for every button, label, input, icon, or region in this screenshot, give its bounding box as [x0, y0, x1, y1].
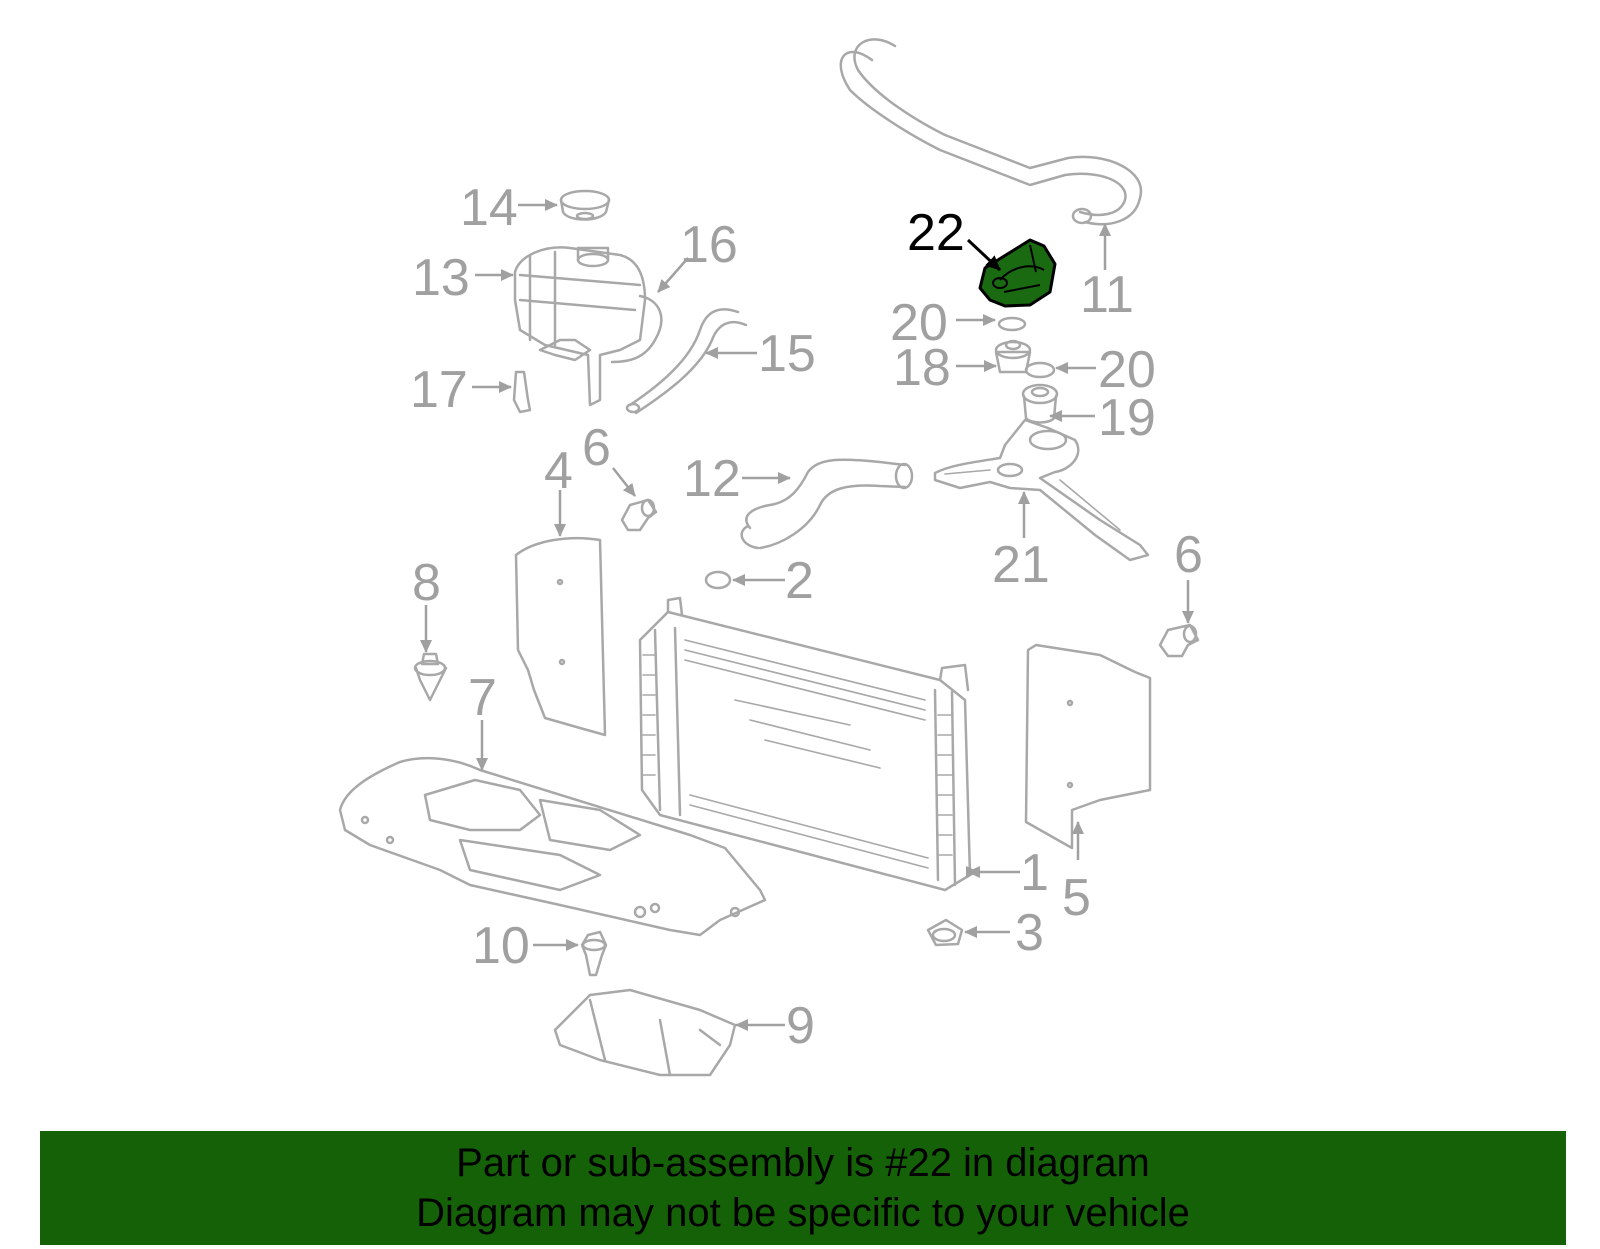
callout-11: 11	[1080, 266, 1134, 324]
callout-15: 15	[758, 325, 816, 383]
part-12-lower-hose	[740, 458, 914, 550]
part-15-hose	[625, 308, 748, 415]
callout-22: 22	[907, 204, 965, 262]
banner-line-2: Diagram may not be specific to your vehi…	[416, 1191, 1190, 1235]
callout-5: 5	[1062, 869, 1091, 927]
part-16-overflow-tube	[610, 294, 663, 364]
callout-6-left: 6	[582, 419, 611, 477]
callout-7: 7	[468, 669, 497, 727]
part-11-upper-hose	[839, 38, 1143, 226]
callout-13: 13	[412, 249, 470, 307]
banner-line-1: Part or sub-assembly is #22 in diagram	[456, 1141, 1150, 1185]
part-2-seal	[704, 570, 732, 590]
callout-20-upper: 20	[890, 294, 948, 352]
callout-6-right: 6	[1174, 526, 1203, 584]
callout-9: 9	[786, 997, 815, 1055]
part-13-coolant-reservoir	[513, 246, 647, 407]
callout-1: 1	[1020, 844, 1049, 902]
part-4-left-air-baffle	[514, 536, 607, 737]
callout-18: 18	[893, 339, 951, 397]
info-banner: Part or sub-assembly is #22 in diagram D…	[40, 1131, 1566, 1245]
parts-diagram: 1 2 3 4 5 6 6 7 8 9 10 11 12 13 14 15 16…	[338, 38, 1203, 1077]
callout-12: 12	[683, 450, 741, 508]
part-6-pushpin-right	[1158, 623, 1200, 658]
callout-10: 10	[472, 917, 530, 975]
callout-arrows	[420, 199, 1194, 1031]
callout-16: 16	[680, 216, 738, 274]
part-22-thermostat-housing	[978, 238, 1057, 308]
callout-4: 4	[544, 442, 573, 500]
callout-17: 17	[410, 361, 468, 419]
part-14-reservoir-cap	[559, 189, 611, 221]
part-20-gasket-lower	[1024, 361, 1056, 379]
part-7-air-deflector	[338, 756, 767, 937]
part-17-clip	[512, 370, 532, 414]
callout-2: 2	[785, 552, 814, 610]
callout-8: 8	[412, 554, 441, 612]
callout-3: 3	[1015, 904, 1044, 962]
part-9-lower-deflector	[553, 988, 737, 1077]
part-5-right-air-baffle	[1024, 643, 1152, 850]
part-21-water-inlet	[933, 418, 1150, 562]
part-20-gasket-upper	[997, 316, 1027, 332]
callout-21: 21	[992, 536, 1050, 594]
part-1-radiator	[638, 596, 972, 892]
callout-20-lower: 20	[1098, 341, 1156, 399]
part-6-pushpin-left	[620, 498, 658, 532]
part-10-pushpin	[580, 930, 608, 977]
part-8-retainer	[413, 652, 448, 702]
callout-19: 19	[1098, 389, 1156, 447]
part-3-drain-cock	[926, 918, 964, 947]
callout-14: 14	[460, 179, 518, 237]
callout-labels: 1 2 3 4 5 6 6 7 8 9 10 11 12 13 14 15 16…	[410, 179, 1203, 1055]
part-18-thermostat	[994, 339, 1032, 374]
